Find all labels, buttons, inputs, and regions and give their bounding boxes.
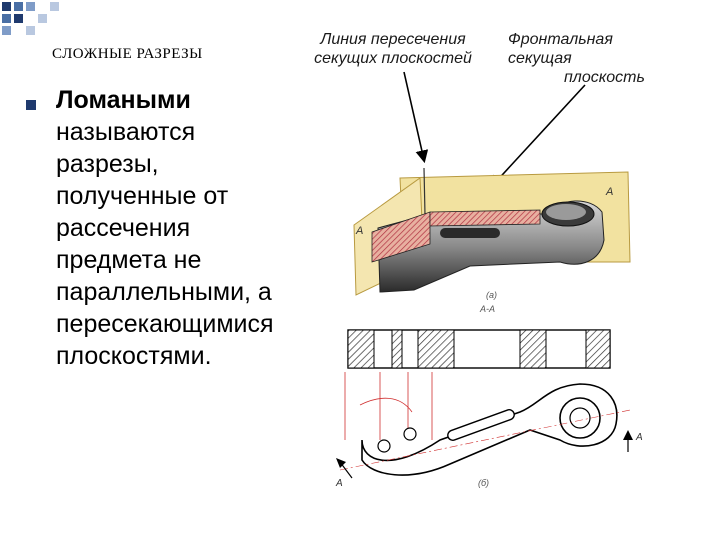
arrow-label: А bbox=[635, 432, 643, 443]
section-face bbox=[371, 211, 431, 263]
arrow-label: А bbox=[335, 478, 343, 489]
annotation-line-2: секущая bbox=[508, 50, 572, 67]
plane-letter: А bbox=[355, 225, 363, 237]
bullet-line: плоскостями. bbox=[56, 342, 212, 370]
part-slot bbox=[440, 228, 500, 238]
part-hole-inner bbox=[546, 204, 586, 220]
plan-small-hole bbox=[377, 439, 391, 453]
corner-decoration bbox=[2, 2, 59, 35]
annotation-line-1: Фронтальная bbox=[508, 31, 613, 48]
plan-small-hole bbox=[403, 427, 417, 441]
hatch-area bbox=[585, 329, 611, 369]
bullet-line: называются bbox=[56, 118, 196, 146]
section-label: А-А bbox=[479, 304, 495, 314]
annotation-line-1: Линия пересечения bbox=[320, 31, 466, 48]
bullet-line: предмета не bbox=[56, 246, 202, 274]
axis-line bbox=[339, 409, 631, 471]
section-drawing: А А (а) А-А А А (б) bbox=[335, 71, 643, 489]
projection-lines bbox=[344, 372, 433, 440]
hatch-area bbox=[519, 329, 547, 369]
plan-hole-inner bbox=[569, 407, 591, 429]
annotation-intersection-line: Линия пересечения секущих плоскостей bbox=[288, 30, 498, 68]
label-a: (а) bbox=[486, 290, 497, 300]
bullet-square-icon bbox=[26, 100, 36, 110]
bullet-line: полученные от bbox=[56, 182, 229, 210]
annotation-line-2: секущих плоскостей bbox=[314, 50, 472, 67]
bullet-line: пересекающимися bbox=[56, 310, 274, 338]
plane-letter: А bbox=[605, 186, 613, 198]
bullet-line: параллельными, а bbox=[56, 278, 272, 306]
hatch-area bbox=[391, 329, 403, 369]
section-face bbox=[429, 209, 541, 227]
hatch-area bbox=[347, 329, 375, 369]
label-b: (б) bbox=[478, 478, 489, 488]
section-arrowhead bbox=[623, 430, 633, 440]
annotation-frontal-plane: Фронтальная секущая плоскость bbox=[508, 30, 658, 87]
bullet-text: Ломаными называются разрезы, полученные … bbox=[56, 84, 346, 372]
bullet-line: рассечения bbox=[56, 214, 191, 242]
plan-slot bbox=[447, 409, 515, 441]
annotation-line-3: плоскость bbox=[564, 69, 645, 86]
section-view bbox=[347, 329, 611, 369]
callout-arrow bbox=[489, 84, 586, 189]
callout-arrow bbox=[403, 71, 429, 164]
bullet-line: разрезы, bbox=[56, 150, 159, 178]
slide-title: СЛОЖНЫЕ РАЗРЕЗЫ bbox=[52, 46, 203, 62]
bullet-term: Ломаными bbox=[56, 86, 191, 114]
section-arrowhead bbox=[336, 458, 346, 468]
hatch-area bbox=[417, 329, 455, 369]
